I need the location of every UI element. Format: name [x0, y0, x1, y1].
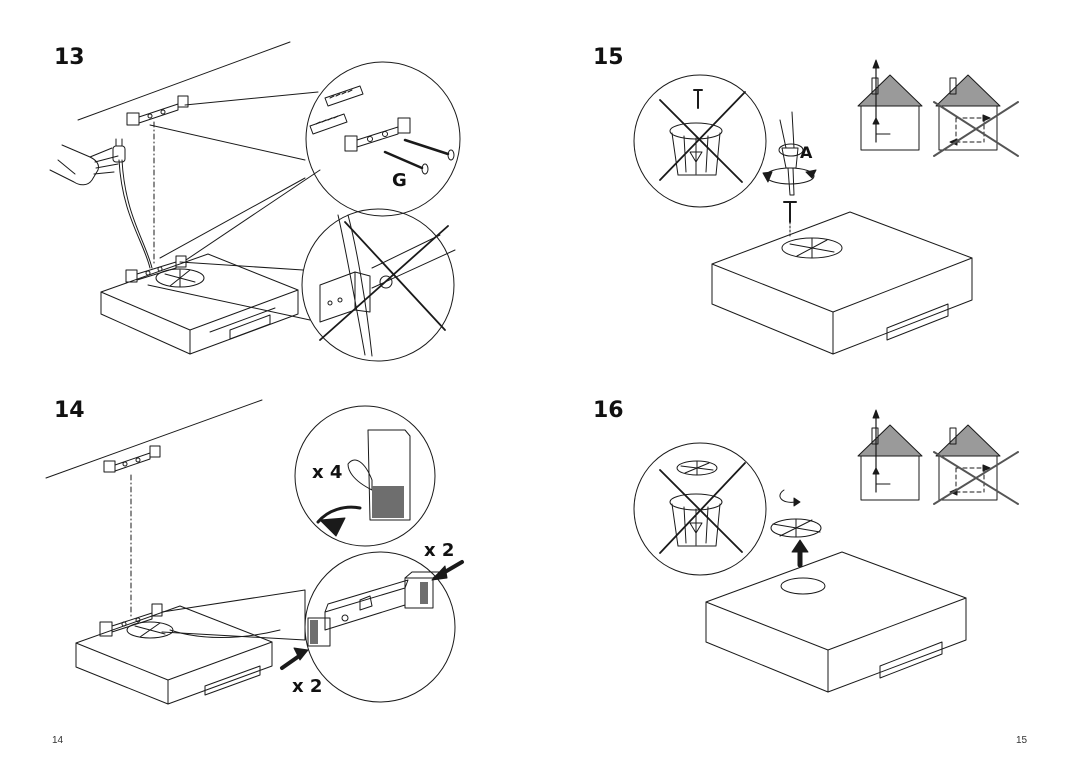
- house-icon: [935, 424, 1001, 501]
- label-x2-top: x 2: [424, 540, 454, 561]
- cross-out-icon: [659, 462, 746, 554]
- no-carbon-filter-circle: [633, 74, 767, 208]
- screw-icon: [383, 138, 455, 175]
- no-carbon-filter-circle: [633, 442, 767, 576]
- house-icon: [935, 74, 1001, 151]
- bracket-icon: [307, 571, 441, 647]
- carbon-filter-icon: [676, 460, 718, 476]
- step-14-number: 14: [54, 398, 85, 423]
- detail-circle-bracket-pads: [304, 551, 456, 703]
- plug-icon: [112, 138, 126, 163]
- house-icon: [857, 409, 923, 501]
- cross-out-icon: [933, 101, 1019, 157]
- house-icon: [857, 59, 923, 151]
- detail-circle-adhesive-pad: [294, 405, 436, 547]
- adhesive-pad-icon: [347, 429, 411, 521]
- wall-plug-icon: [309, 85, 364, 135]
- label-x2-bottom: x 2: [292, 676, 322, 697]
- hood-illustration: [100, 253, 299, 355]
- hood-illustration: [711, 211, 973, 355]
- step-13-illustration: [49, 41, 461, 362]
- page-number-right: 15: [1016, 735, 1028, 746]
- zoom-beam: [161, 589, 306, 641]
- bracket-icon: [126, 95, 189, 126]
- step-16-number: 16: [593, 398, 624, 423]
- label-g: G: [392, 170, 407, 191]
- hood-illustration: [705, 551, 967, 693]
- label-x4: x 4: [312, 462, 342, 483]
- power-cable: [121, 159, 153, 269]
- filter-bin-icon: [669, 122, 723, 176]
- bracket-icon: [103, 445, 161, 473]
- screw-icon: [783, 201, 797, 223]
- rotate-arrow-icon: [779, 489, 801, 507]
- step-14-illustration: [45, 399, 464, 705]
- wall-line: [45, 399, 263, 479]
- page-number-left: 14: [52, 735, 64, 746]
- step-13-number: 13: [54, 45, 85, 70]
- cross-out-icon: [933, 451, 1019, 505]
- rotate-arrow-icon: [762, 167, 817, 185]
- step-16-illustration: [633, 409, 1019, 693]
- hand-icon: [49, 144, 119, 186]
- detail-circle-fixings: [305, 61, 461, 217]
- cross-out-icon: [659, 91, 746, 183]
- step-15-illustration: A: [633, 59, 1019, 355]
- hood-illustration: [75, 605, 273, 705]
- filter-cap-icon: [770, 518, 822, 538]
- bracket-icon: [344, 117, 411, 152]
- label-a: A: [800, 143, 813, 162]
- step-15-number: 15: [593, 45, 624, 70]
- detail-circle-wrong-mounting: [301, 208, 455, 362]
- cross-out-icon: [319, 221, 449, 341]
- screw-icon: [693, 89, 703, 109]
- wall-line: [77, 41, 291, 121]
- filter-bin-icon: [669, 493, 723, 547]
